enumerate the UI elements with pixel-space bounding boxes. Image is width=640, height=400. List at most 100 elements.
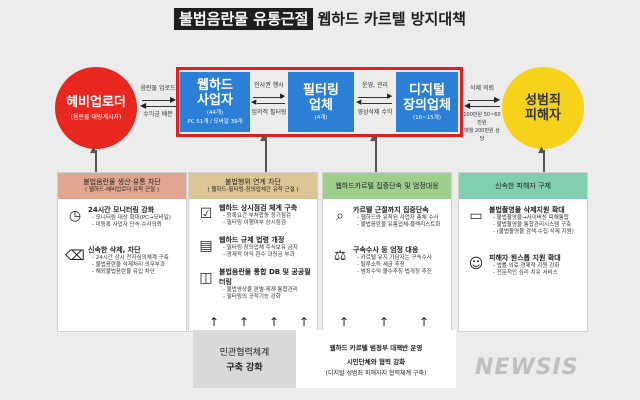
panel-4-item-1: ▭ 불법촬영물 삭제지원 확대 - 불법촬영물→사이버성 피해통합 - 불법촬영… [465,205,585,236]
arrow1-bottom-label: 수익금 배분 [143,111,173,118]
database-icon: ◫ [199,270,213,286]
panel-4-item-1-line-2: - 불법촬영물 통합관리시스템 구축 [493,222,572,228]
victim-label: 성범죄 피해자 [525,93,561,123]
arrow3-tail-icon: ◀ [356,98,362,106]
trash-icon: ⌫ [65,248,85,264]
panel-3-item-1-line-2: - 불법음란물 유통업체-블랙리스트화 [357,222,441,228]
document-icon: ▤ [199,238,213,254]
panel-1-subtitle: ( 웹하드-헤비업로더 유착 근절 ) [85,187,159,193]
panel-4-title: 신속한 피해자 구제 [495,181,551,190]
panel-4-item-2-line-2: - 전문적인 심리 치유 서비스 [493,270,558,276]
task-force-line-2: 시민단체와 협력 강화 [346,357,406,366]
panel-production-block: 불법음란물 생산·유통 차단 ( 웹하드-헤비업로더 유착 근절 ) ◷ 24시… [57,172,187,332]
arrow4-left [470,106,500,107]
panel-3-item-2-title: 구속수사 등 엄정 대응 [353,246,419,254]
up-arrow-6-icon: ↑ [379,315,390,329]
panel-1-item-2-line-2: - 불법음란물 삭제처리 의무부과 [92,262,166,268]
filtering-company-label: 필터링 업체 [303,82,339,113]
title-rest: 웹하드 카르텔 방지대책 [317,10,466,28]
panel-2-item-2: ▤ 웹하드 규제 법령 개정 - 필터링·장의업체 주식보유 금지 - 경제적 … [195,235,315,259]
panel-crackdown-block: 웹하드카르텔 집중단속 및 엄정대응 ⌕ 카르텔 근절까지 집중단속 - 웹하드… [322,172,452,332]
webhard-operator-label: 웹하드 사업자 [197,78,233,108]
panel-1-item-2-title: 신속한 삭제, 차단 [88,246,141,254]
panel-1-item-1-title: 24시간 모니터링 강화 [88,206,155,214]
webhard-operator-count: (44개) [206,110,224,116]
arrow2-head-icon: ▶ [280,92,286,100]
arrow2-right [253,97,283,98]
panel-3-item-2-line-3: - 범죄수익 몰수추징 법개정 추진 [357,269,432,275]
task-force-line-1: 웹하드 카르텔 범정부 대책반 운영 [329,343,423,352]
clock-icon: ◷ [68,208,82,224]
digital-undertaker-box: 디지털 장의업체 (10~15개) [396,72,458,132]
arrow1-head-icon: ▶ [170,95,177,104]
arrow2-left [257,103,285,104]
digital-undertaker-count: (10~15개) [413,114,441,121]
arrow4-bottom-label: 100만원 50~60만원 매월 200만원 상당 [463,112,501,142]
arrow1-left [146,106,176,107]
panel-victim-relief: 신속한 피해자 구제 ▭ 불법촬영물 삭제지원 확대 - 불법촬영물→사이버성 … [458,172,588,332]
panel-2-item-1: ☑ 웹하드 상시점검 체계 구축 - 등록요건 부처합동 정기점검 - 필터링 … [195,203,315,227]
panel-1-item-2: ⌫ 신속한 삭제, 차단 - 24시간 상시 전자심의체계 구축 - 불법음란물… [64,245,184,276]
connector-1-arrow-icon: ▲ [90,145,97,155]
arrow1-top-label: 음란물 업로드 [140,85,176,92]
arrow3-top-label: 운영, 관리 [362,82,388,89]
arrow3-bottom-label: 영상삭제 수익 [357,109,393,116]
gavel-icon: ⚖ [333,248,347,264]
arrow4-top-label: 삭제 의뢰 [470,85,494,92]
panel-1-title: 불법음란물 생산·유통 차단 [83,178,161,186]
panel-2-item-2-line-2: - 경제적 이익 환수 과징금 부과 [223,252,295,258]
panel-1-item-2-line-1: - 24시간 상시 전자심의체계 구축 [92,255,169,261]
heavy-uploader-sub: (음란물 대량게시자) [70,114,122,121]
panel-4-item-2-title: 피해자 원스톱 지원 확대 [489,254,561,262]
connector-4-arrow-icon: ▲ [538,145,545,155]
connector-3-arrow-icon: ▲ [370,133,377,143]
panel-1-header: 불법음란물 생산·유통 차단 ( 웹하드-헤비업로더 유착 근절 ) [58,173,186,199]
connector-4 [543,150,545,172]
monitor-icon: ▭ [469,208,483,224]
up-arrow-1-icon: ↑ [209,315,220,329]
arrow2-bottom-label: 임의적 필터링 [251,109,287,116]
heavy-uploader-circle: 헤비업로더 (음란물 대량게시자) [55,67,137,149]
panel-3-item-1: ⌕ 카르텔 근절까지 집중단속 - 웹하드와 유착된 사업자 총체 수사 - 불… [329,205,449,229]
panel-2-item-3: ◫ 불법음란물 통합 DB 및 공공필터링 - 불법영상물 판별·제재 통합관리… [195,267,315,301]
panel-2-title: 불법행위 연계 차단 [225,178,281,186]
webhard-operator-detail: PC 51개 / 모바일 39개 [187,119,243,125]
panel-4-item-1-line-3: - (불법촬영물 검색·수집·삭제 지원) [493,229,574,235]
panel-2-item-3-line-2: - 필터링의 공적기능 강화 [223,294,281,300]
arrow4-right [468,100,498,101]
title-highlight: 불법음란물 유통근절 [174,8,314,30]
connector-3 [375,137,377,172]
panel-2-item-1-line-1: - 등록요건 부처합동 정기점검 [223,213,291,219]
panel-2-item-3-title: 불법음란물 통합 DB 및 공공필터링 [219,268,311,286]
task-force-line-3: (디지털 성범죄 피해자지 협력체계 구축) [325,369,427,377]
panel-2-subtitle: ( 웹하드-필터링-장의업체간 유착 근절 ) [207,187,299,193]
arrow2-tail-icon: ◀ [251,98,257,106]
connector-2 [265,137,267,172]
digital-undertaker-label: 디지털 장의업체 [403,82,451,113]
checklist-icon: ☑ [199,206,213,222]
arrow3-left [362,103,392,104]
panel-2-item-1-line-2: - 필터링 이행여부 상시점검 [223,220,286,226]
up-arrow-4-icon: ↑ [299,315,310,329]
panel-3-item-2-line-1: - 카르텔 유지 가담자는 구속수사 [357,255,432,261]
filtering-company-count: (4개) [314,114,328,121]
up-arrow-7-icon: ↑ [419,315,430,329]
arrow3-head-icon: ▶ [387,92,393,100]
arrow3-right [358,97,390,98]
panel-2-item-2-line-1: - 필터링·장의업체 주식보유 금지 [223,245,298,251]
panel-4-item-2-line-1: - 법률·의료·경제적 지원 강화 [493,263,560,269]
public-private-box: 민관협력체계 구축 강화 [193,330,296,388]
panel-3-item-2: ⚖ 구속수사 등 엄정 대응 - 카르텔 유지 가담자는 구속수사 - 탈루소득… [329,245,449,276]
arrow1-tail-icon: ◀ [140,101,147,110]
panel-3-item-2-line-2: - 탈루소득 세금 추징 [357,262,405,268]
public-private-line-1: 민관협력체계 [219,348,270,358]
panel-2-item-3-line-1: - 불법영상물 판별·제재 통합관리 [223,287,298,293]
panel-3-title: 웹하드카르텔 집중단속 및 엄정대응 [335,181,439,190]
panel-3-item-1-title: 카르텔 근절까지 집중단속 [353,206,429,214]
panel-1-item-1-line-1: - 모니터링 대상 확대(PC→모바일) [92,215,171,221]
up-arrow-5-icon: ↑ [339,315,350,329]
person-icon: ☺ [468,256,484,272]
search-icon: ⌕ [336,208,344,224]
arrow4-head-icon: ▶ [494,95,501,104]
victim-circle: 성범죄 피해자 [502,67,584,149]
